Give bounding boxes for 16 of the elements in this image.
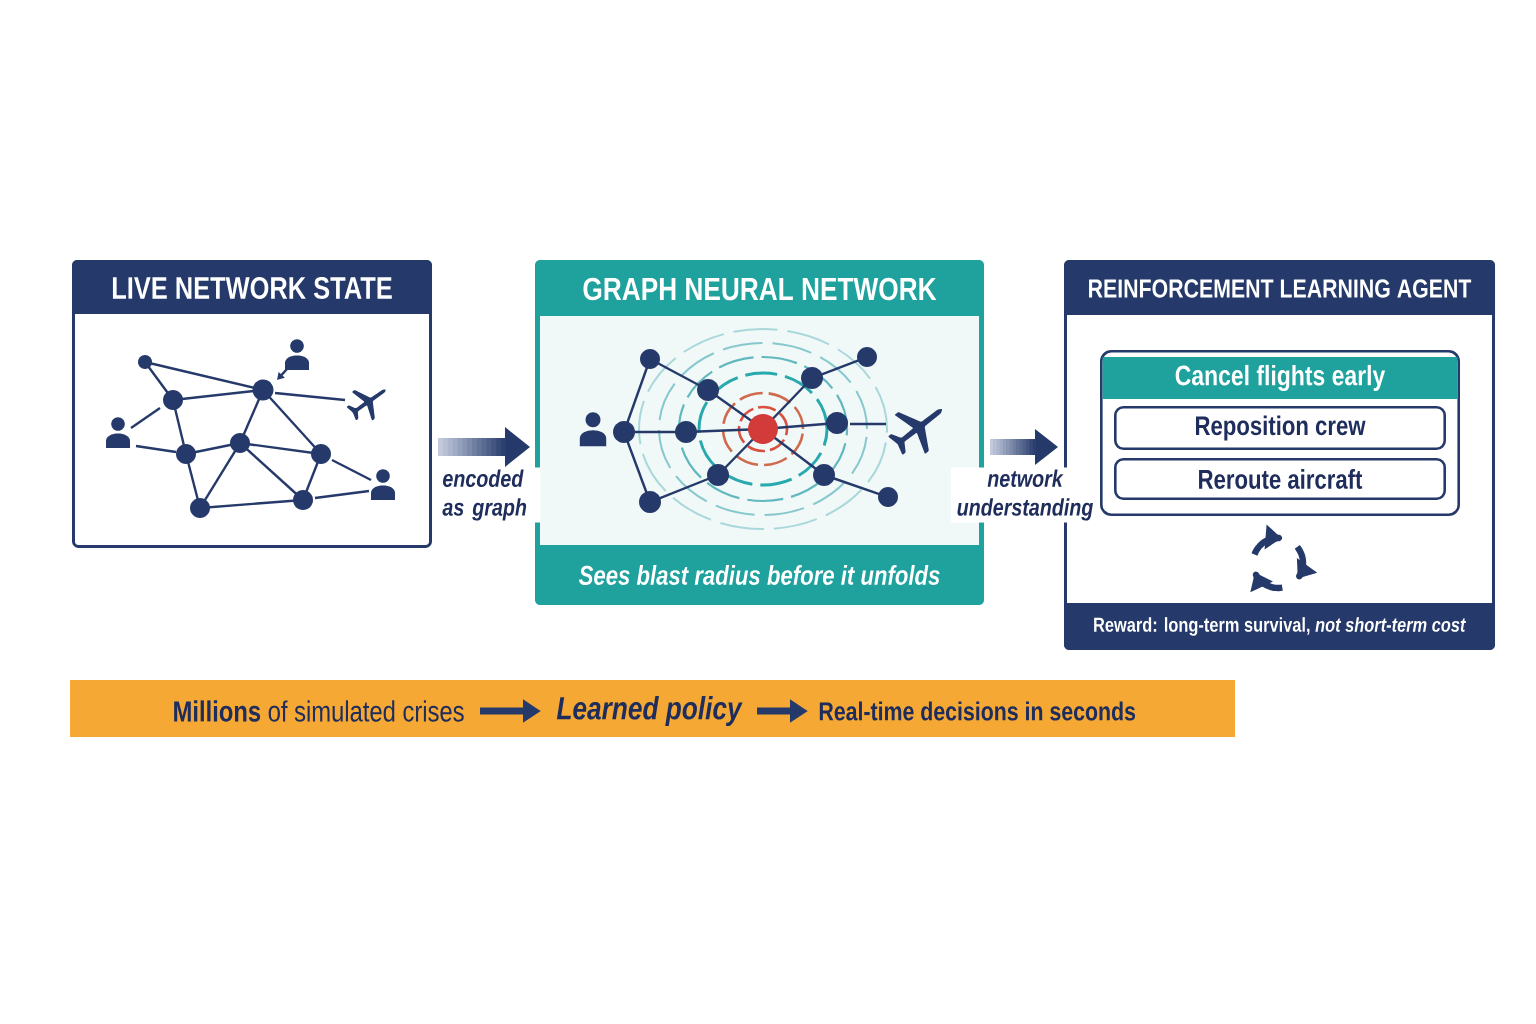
banner-text: Real-time decisions in seconds — [819, 701, 1136, 721]
list-header: Cancel flights early — [1102, 357, 1458, 399]
panel-footer: Reward: long-term survival, not short-term cost — [1064, 603, 1495, 650]
banner — [70, 680, 1235, 737]
option-box: Reposition crew — [1114, 406, 1446, 450]
banner-text: Learned policy — [556, 696, 743, 726]
panel-header: REINFORCEMENT LEARNING AGENT — [1064, 260, 1495, 315]
panel-header: GRAPH NEURAL NETWORK — [535, 260, 984, 316]
panel-header: LIVE NETWORK STATE — [72, 260, 432, 314]
panel-footer: Sees blast radius before it unfolds — [535, 545, 984, 605]
edge-label: network understanding — [951, 467, 1099, 523]
arrow — [438, 427, 530, 467]
arrow — [990, 429, 1058, 465]
edge-label: encoded as graph — [440, 467, 541, 523]
option-box: Reroute aircraft — [1114, 458, 1446, 500]
banner-text: Millions of simulated crises — [174, 700, 464, 722]
